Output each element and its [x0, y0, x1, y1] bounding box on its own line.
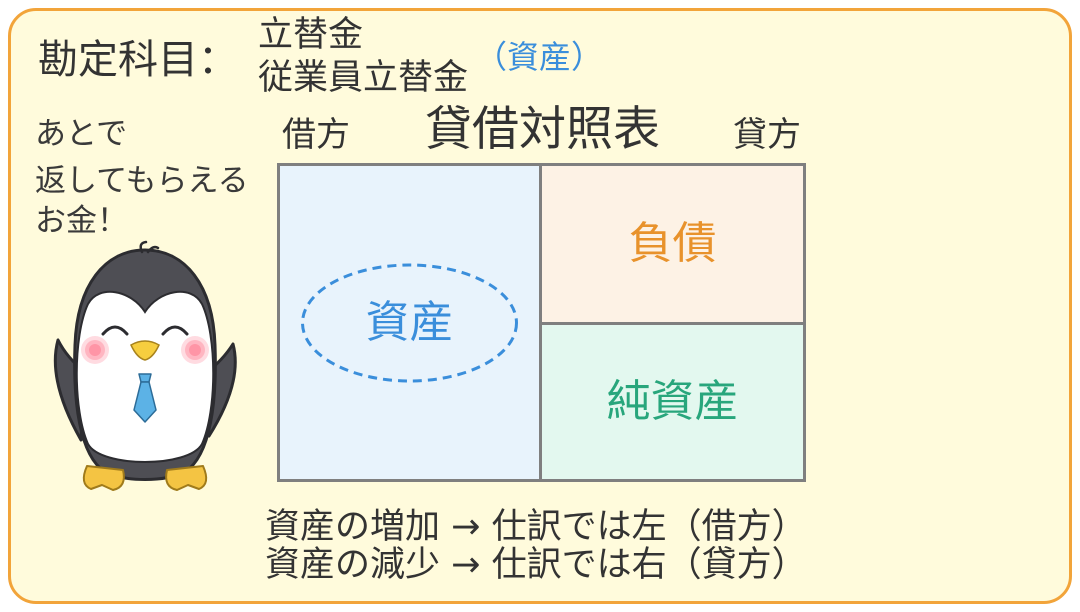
penguin-right-foot [165, 465, 208, 491]
account-heading-label: 勘定科目： [38, 37, 238, 83]
liabilities-label: 負債 [628, 218, 717, 269]
rule-decrease: 資産の減少 → 仕訳では右（貸方） [265, 545, 807, 585]
net-assets-cell: 純資産 [542, 325, 803, 479]
assets-highlight-ellipse [301, 263, 518, 383]
penguin-beak [130, 340, 160, 361]
penguin-tie [133, 381, 157, 423]
penguin-right-eye [161, 325, 189, 336]
credit-column: 負債 純資産 [542, 166, 803, 479]
penguin-left-eye [101, 325, 129, 336]
speech-line: お金！ [35, 203, 128, 239]
balance-sheet-title: 貸借対照表 [425, 102, 660, 157]
credit-side-label: 貸方 [733, 115, 801, 155]
account-category: （資産） [475, 38, 604, 76]
speech-line: 返してもらえる [35, 163, 249, 199]
account-name-primary: 立替金 [258, 15, 364, 55]
account-name-secondary: 従業員立替金 [258, 58, 469, 98]
penguin-hair-tuft [139, 240, 160, 254]
assets-label: 資産 [365, 296, 454, 348]
rule-increase: 資産の増加 → 仕訳では左（借方） [265, 507, 807, 547]
dashed-ellipse [301, 263, 518, 383]
penguin-left-cheek [81, 336, 109, 364]
speech-line: あとで [35, 116, 128, 152]
debit-side-label: 借方 [282, 115, 350, 155]
penguin-right-cheek [181, 336, 209, 364]
net-assets-label: 純資産 [606, 376, 739, 427]
penguin-icon [53, 240, 237, 491]
assets-cell: 資産 [280, 166, 542, 479]
penguin-tie-knot [138, 373, 152, 383]
balance-sheet: 資産 負債 純資産 [277, 163, 806, 482]
liabilities-cell: 負債 [542, 166, 803, 325]
penguin-left-foot [82, 465, 125, 491]
